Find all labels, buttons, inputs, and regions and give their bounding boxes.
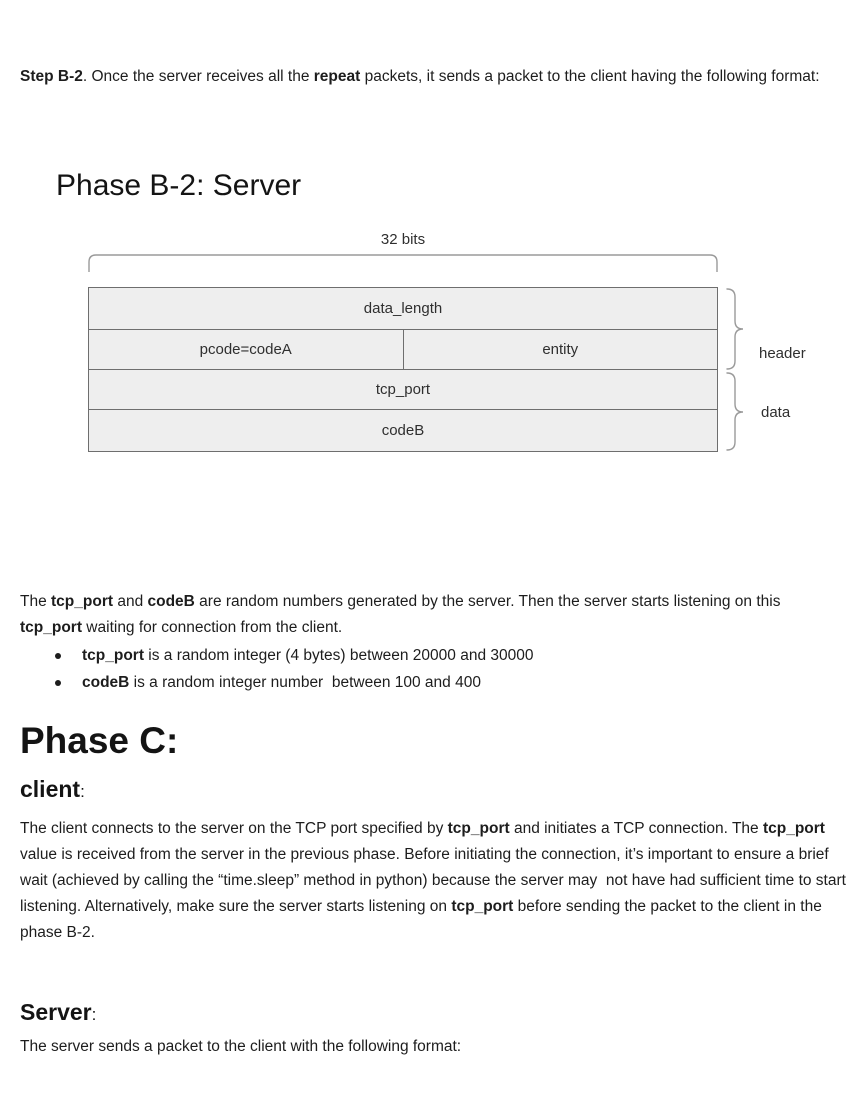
server-heading-colon: : [91, 1005, 97, 1024]
server-heading-text: Server [20, 999, 92, 1025]
packet-info-paragraph: The tcp_port and codeB are random number… [20, 589, 844, 641]
list-item: codeB is a random integer number between… [20, 669, 844, 696]
list-item: tcp_port is a random integer (4 bytes) b… [20, 642, 844, 669]
bullet-run: codeB [82, 674, 130, 691]
server-paragraph: The server sends a packet to the client … [20, 1038, 462, 1055]
packet-field-pcode: pcode=codeA [199, 341, 292, 358]
data-brace [726, 372, 744, 451]
intro-run: . Once the server receives all the [82, 68, 314, 85]
packet-field-codeB: codeB [381, 422, 425, 439]
info-run: are random numbers generated by the serv… [194, 593, 785, 610]
server-heading: Server: [20, 999, 97, 1025]
client-paragraph: The client connects to the server on the… [20, 816, 846, 946]
intro-run: Step B-2 [20, 68, 83, 85]
packet-info-block: The tcp_port and codeB are random number… [20, 589, 844, 696]
packet-format-table: data_length pcode=codeA entity tcp_port … [88, 287, 718, 452]
packet-row: data_length [89, 288, 717, 329]
packet-field-entity: entity [402, 330, 718, 369]
info-run: and [113, 593, 148, 610]
info-run: tcp_port [51, 593, 114, 610]
intro-run: packets, it sends a packet to the client… [360, 68, 820, 85]
client-run: tcp_port [447, 820, 510, 837]
intro-run: repeat [313, 68, 361, 85]
client-run: value is received from the server in the… [20, 820, 851, 915]
packet-field-data-length: data_length [363, 300, 443, 317]
client-run: and initiates a TCP connection. The [509, 820, 763, 837]
packet-row: pcode=codeA entity [89, 329, 717, 369]
info-run: waiting for connection from the client. [82, 619, 343, 636]
phase-b2-heading: Phase B-2: Server [56, 169, 302, 202]
client-heading: client: [20, 776, 85, 802]
bits-width-label: 32 bits [380, 231, 426, 248]
header-brace [726, 288, 744, 370]
info-run: tcp_port [20, 619, 82, 636]
client-heading-text: client [20, 776, 81, 802]
bullet-run: tcp_port [82, 647, 144, 664]
client-heading-colon: : [80, 782, 85, 801]
packet-field-tcp-port: tcp_port [375, 381, 431, 398]
data-section-label: data [761, 404, 791, 421]
info-run: The [20, 593, 52, 610]
intro-paragraph: Step B-2. Once the server receives all t… [20, 64, 844, 90]
width-bracket [88, 254, 718, 272]
client-run: tcp_port [762, 820, 825, 837]
bullet-run: is a random integer (4 bytes) between 20… [144, 647, 534, 664]
packet-row: tcp_port [89, 369, 717, 409]
client-run: before sending the packet to the client … [20, 898, 827, 941]
packet-row: codeB [89, 409, 717, 451]
random-values-list: tcp_port is a random integer (4 bytes) b… [20, 642, 844, 696]
info-run: codeB [147, 593, 195, 610]
client-run: The client connects to the server on the… [20, 820, 448, 837]
bullet-run: is a random integer number between 100 a… [129, 674, 481, 691]
client-run: tcp_port [451, 898, 514, 915]
phase-c-heading: Phase C: [20, 720, 179, 761]
header-section-label: header [759, 345, 806, 362]
